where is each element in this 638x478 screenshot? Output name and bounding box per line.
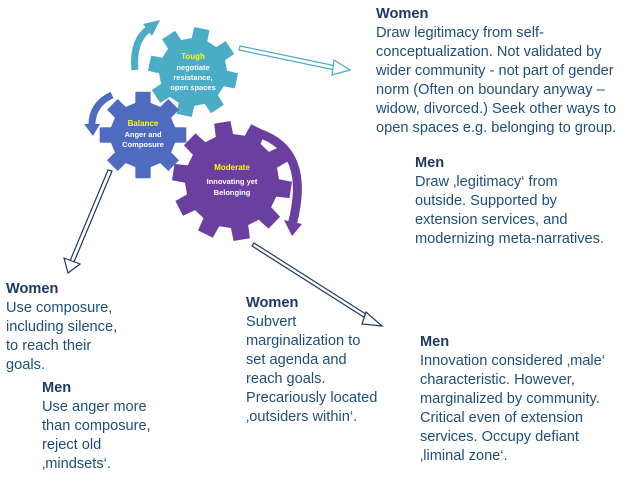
gear-moderate-heading: Moderate (214, 163, 250, 172)
women-left-body: Use composure, including silence, to rea… (6, 300, 118, 373)
curved-arrow-teal (131, 25, 153, 71)
gear-balance-line1: Anger and (124, 130, 162, 139)
women-left-block: Women Use composure, including silence, … (6, 280, 146, 375)
gear-tough-line1: negotiate (176, 63, 209, 72)
men-top-body: Draw ‚legitimacy‘ from outside. Supporte… (415, 174, 604, 247)
men-top-title: Men (415, 155, 445, 171)
women-mid-body: Subvert marginalization to set agenda an… (246, 314, 378, 425)
gear-tough-line3: open spaces (170, 83, 215, 92)
gear-balance-heading: Balance (128, 119, 159, 128)
men-left-block: Men Use anger more than composure, rejec… (42, 379, 182, 474)
curved-arrow-purple (256, 128, 302, 227)
women-mid-title: Women (246, 295, 299, 311)
gear-tough (148, 27, 238, 117)
gear-tough-line2: resistance, (173, 73, 212, 82)
women-mid-block: Women Subvert marginalization to set age… (246, 294, 406, 427)
arrow-to-men-right (251, 242, 384, 327)
arrow-to-women-left (63, 169, 113, 275)
men-right-title: Men (420, 334, 450, 350)
men-left-body: Use anger more than composure, reject ol… (42, 399, 151, 472)
gear-balance-line2: Composure (122, 140, 164, 149)
women-left-title: Women (6, 281, 59, 297)
men-right-block: Men Innovation considered ‚male‘ charact… (420, 333, 635, 466)
women-top-block: Women Draw legitimacy from self- concept… (376, 5, 638, 138)
gear-moderate-line2: Belonging (214, 188, 251, 197)
women-top-title: Women (376, 6, 429, 22)
men-left-title: Men (42, 380, 72, 396)
men-right-body: Innovation considered ‚male‘ characteris… (420, 353, 605, 464)
gear-tough-heading: Tough (181, 52, 205, 61)
curved-arrow-purple-head (284, 220, 302, 236)
men-top-block: Men Draw ‚legitimacy‘ from outside. Supp… (415, 154, 637, 249)
women-top-body: Draw legitimacy from self- conceptualiza… (376, 25, 617, 136)
gear-moderate (172, 121, 292, 241)
gear-balance (99, 91, 187, 179)
gear-moderate-line1: Innovating yet (207, 177, 258, 186)
curved-arrow-teal-head (143, 20, 160, 36)
curved-arrow-blue-head (84, 124, 100, 136)
arrow-to-women-top (238, 45, 352, 76)
